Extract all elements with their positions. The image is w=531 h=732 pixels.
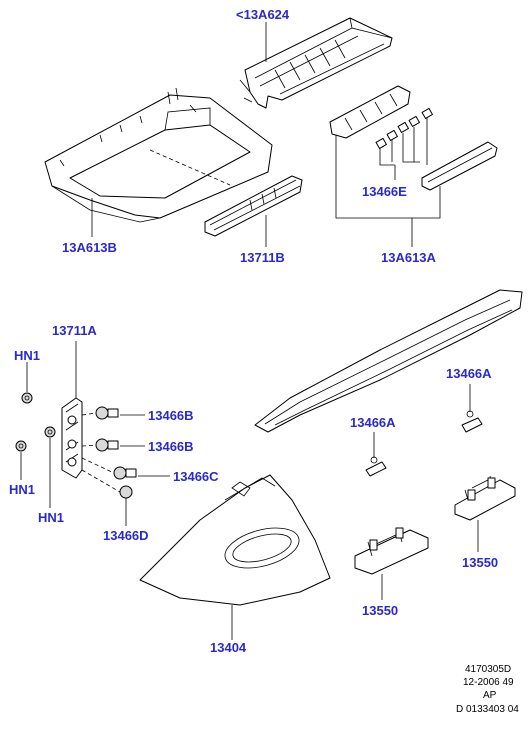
bulb-13466a-mid [365, 456, 387, 477]
label-13a613a: 13A613A [381, 250, 437, 265]
ref-line-1: 4170305D [465, 664, 511, 675]
bulb-holder-13466d [119, 485, 133, 499]
socket-13550-right [454, 475, 516, 521]
bulb-13466a-right [461, 410, 483, 433]
ref-line-2: 12-2006 49 [463, 677, 514, 688]
hn1-screw-mid [44, 426, 56, 438]
ref-line-4: D 0133403 04 [456, 704, 519, 715]
label-13711b: 13711B [240, 250, 285, 265]
socket-13550-bottom [354, 527, 429, 575]
bulb-holder-13466b-2 [95, 438, 119, 452]
bulb-holder-13466c [113, 466, 137, 480]
label-13404: 13404 [210, 640, 247, 655]
label-13711a: 13711A [52, 323, 97, 338]
tail-lamp-13404 [139, 474, 331, 606]
assembly-13a613a [329, 85, 498, 191]
strip-13711b [204, 175, 303, 237]
label-13466a-right: 13466A [446, 366, 492, 381]
label-hn1-top: HN1 [14, 348, 40, 363]
hn1-screw-top [21, 392, 33, 404]
lens-strip [254, 289, 523, 433]
housing-13a613b [44, 87, 273, 223]
label-13550-right: 13550 [462, 555, 498, 570]
label-13466a-mid: 13466A [350, 415, 396, 430]
label-13466d: 13466D [103, 528, 149, 543]
bulb-holder-13466b-1 [95, 406, 119, 420]
label-hn1-left: HN1 [9, 482, 35, 497]
bracket-13711a [61, 397, 83, 479]
label-13550-bottom: 13550 [362, 603, 398, 618]
label-13a624: <13A624 [236, 7, 290, 22]
label-13466b-1: 13466B [148, 408, 194, 423]
hn1-screw-left [15, 440, 27, 452]
bracket-13a624 [239, 17, 393, 109]
label-13466e: 13466E [362, 184, 407, 199]
label-13466c: 13466C [173, 469, 219, 484]
label-hn1-mid: HN1 [38, 510, 64, 525]
label-13a613b: 13A613B [62, 240, 117, 255]
label-13466b-2: 13466B [148, 439, 194, 454]
ref-line-3: AP [483, 690, 497, 701]
